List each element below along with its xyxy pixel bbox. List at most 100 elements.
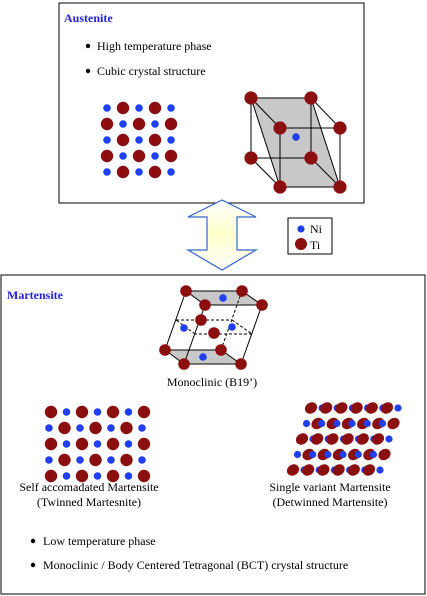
martensite-panel: Martensite Monoclinic (B19’) Self accoma… — [0, 274, 426, 595]
cell-edge — [250, 157, 281, 188]
ni-atom — [324, 450, 332, 459]
ni-atom — [369, 450, 378, 459]
ti-atom — [256, 299, 268, 311]
ni-atom — [124, 440, 133, 448]
ti-atom — [75, 405, 89, 419]
ti-atom — [58, 421, 71, 435]
ti-atom — [304, 91, 318, 105]
ti-atom — [356, 433, 369, 445]
bullet-icon — [30, 538, 36, 544]
ti-atom — [333, 180, 347, 194]
ni-atom — [103, 168, 111, 176]
ti-atom — [106, 469, 120, 483]
ti-atom — [387, 417, 400, 430]
ti-atom — [347, 464, 360, 476]
ti-atom — [180, 285, 192, 297]
ti-atom — [326, 433, 339, 445]
ni-atom — [219, 294, 227, 302]
ti-atom — [116, 133, 130, 147]
ni-atom — [167, 168, 175, 176]
ti-atom — [75, 469, 89, 483]
legend-ti-label: Ti — [310, 238, 321, 252]
bullet-icon — [85, 43, 91, 49]
ti-atom — [341, 433, 354, 445]
ni-atom — [363, 419, 371, 428]
ni-atom — [180, 324, 188, 332]
detwinned-martensite-lattice — [286, 402, 402, 476]
ni-atom — [228, 323, 236, 331]
ti-atom — [164, 149, 178, 163]
ni-atom — [378, 419, 387, 428]
ni-atom — [138, 424, 146, 432]
ti-atom — [137, 469, 151, 483]
ti-atom — [208, 327, 220, 339]
cell-edge — [164, 290, 187, 351]
transformation-arrow — [185, 199, 259, 271]
ti-atom — [362, 464, 376, 476]
ni-atom — [107, 456, 115, 464]
ti-atom — [100, 117, 114, 131]
twinned-martensite-lattice — [44, 405, 151, 483]
ti-atom — [148, 133, 162, 147]
ni-atom — [45, 424, 53, 432]
ni-atom — [135, 168, 143, 176]
ni-atom — [93, 440, 102, 448]
ni-atom — [394, 404, 402, 412]
ti-atom — [371, 433, 385, 445]
cell-edge — [250, 97, 281, 188]
ti-atom — [244, 91, 258, 105]
ti-atom — [236, 285, 248, 297]
martensite-bullet-2: Monoclinic / Body Centered Tetragonal (B… — [43, 558, 348, 572]
ti-atom — [365, 402, 378, 414]
ni-atom — [119, 152, 127, 160]
ni-atom — [62, 472, 71, 480]
martensite-title: Martensite — [7, 288, 64, 302]
ti-atom — [333, 121, 347, 135]
ni-atom — [138, 456, 146, 464]
ti-atom — [286, 464, 300, 476]
ti-atom — [132, 149, 146, 163]
ti-atom — [195, 314, 207, 326]
bullet-icon — [85, 68, 91, 74]
ti-atom — [137, 437, 151, 451]
ni-atom — [103, 104, 111, 112]
twinned-label-line1: Self accomadated Martensite — [19, 480, 158, 494]
legend-ni-label: Ni — [310, 222, 323, 236]
ti-atom — [106, 437, 120, 451]
ti-atom — [235, 358, 247, 370]
ni-atom — [76, 424, 84, 432]
ni-atom — [124, 408, 133, 416]
ti-atom-icon — [295, 238, 307, 250]
ni-atom — [293, 450, 302, 459]
ti-atom — [304, 402, 318, 414]
ti-atom — [302, 464, 315, 476]
ti-atom — [75, 437, 89, 451]
ti-atom — [380, 402, 394, 414]
ti-atom — [44, 469, 58, 483]
martensite-bullet-1: Low temperature phase — [43, 534, 156, 548]
ni-atom — [124, 472, 133, 480]
ni-atom — [348, 419, 356, 428]
austenite-bullet-2: Cubic crystal structure — [97, 64, 206, 78]
austenite-cubic-unit-cell — [244, 91, 347, 194]
ti-atom — [215, 344, 227, 356]
ti-atom — [295, 433, 309, 445]
ti-atom — [244, 151, 258, 165]
ni-atom — [45, 456, 53, 464]
cell-edge — [310, 97, 341, 129]
ti-atom — [148, 101, 162, 115]
ti-atom — [159, 344, 171, 356]
ti-atom — [273, 180, 287, 194]
ti-atom — [89, 453, 102, 467]
ni-atom — [339, 450, 347, 459]
ti-atom — [304, 151, 318, 165]
ni-atom — [385, 435, 393, 443]
double-arrow-icon — [185, 199, 259, 271]
ni-atom-icon — [297, 225, 305, 233]
ni-atom — [107, 424, 115, 432]
ni-atom — [333, 419, 341, 428]
ni-atom — [318, 419, 326, 428]
ni-atom — [151, 152, 159, 160]
atom-legend: Ni Ti — [287, 217, 333, 255]
ti-atom — [311, 433, 324, 445]
